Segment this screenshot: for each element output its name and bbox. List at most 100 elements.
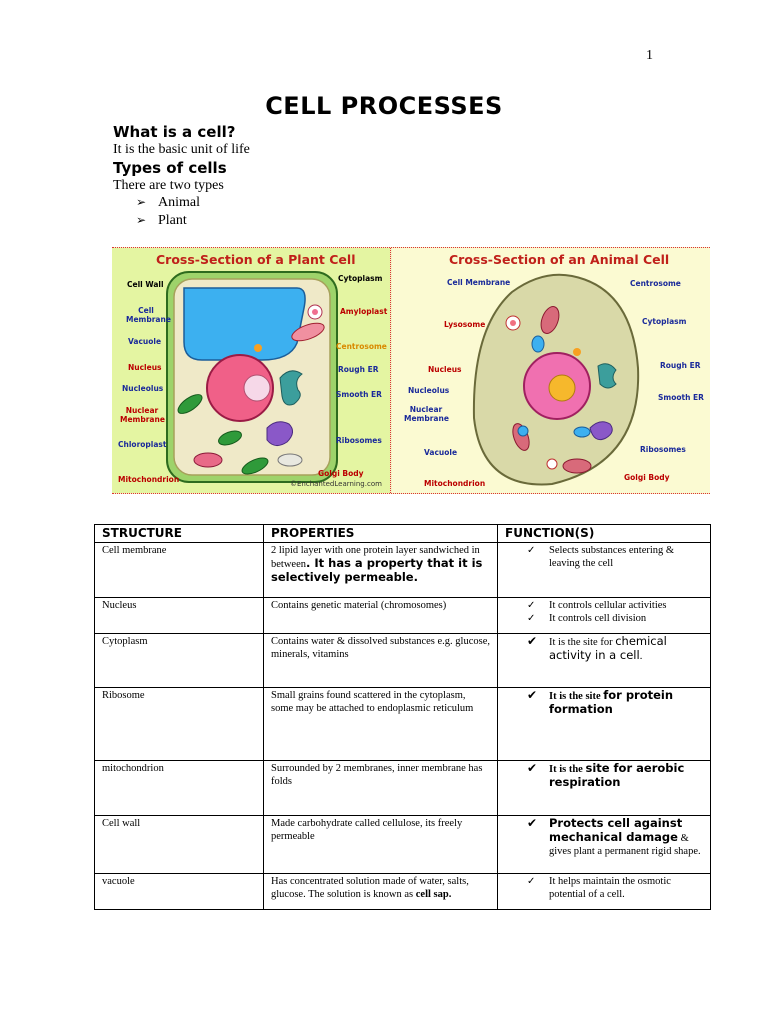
structure-cell: vacuole <box>94 873 264 910</box>
function-text: & gives plant a permanent rigid shape. <box>549 833 701 857</box>
label-nucleolus: Nucleolus <box>122 384 164 393</box>
copyright-text: ©EnchantedLearning.com <box>290 480 382 488</box>
function-item: ✓ It controls cell division <box>505 612 703 625</box>
function-text: It is the site <box>549 691 604 702</box>
function-emphasis: site for aerobic respiration <box>549 761 685 789</box>
properties-cell: Contains water & dissolved substances e.… <box>263 633 498 688</box>
functions-cell: ✓ It helps maintain the osmotic potential… <box>497 873 711 910</box>
label-chloroplast: Chloroplast <box>118 440 167 449</box>
function-item: ✓ Selects substances entering & leaving t… <box>505 544 703 570</box>
structure-cell: Cell wall <box>94 815 264 874</box>
function-emphasis: Protects cell against mechanical damage <box>549 816 683 844</box>
structure-cell: Cytoplasm <box>94 633 264 688</box>
functions-cell: ✔ It is the site for protein formation <box>497 687 711 761</box>
functions-cell: ✔ Protects cell against mechanical damage… <box>497 815 711 874</box>
cell-structures-table: STRUCTURE PROPERTIES FUNCTION(S) Cell me… <box>94 524 711 910</box>
checkmark-icon: ✓ <box>527 545 536 556</box>
function-text: It is the site for <box>549 637 616 648</box>
plant-cell-panel: Cross-Section of a Plant Cell Cell Wall … <box>112 248 390 493</box>
label-rough-er: Rough ER <box>660 361 701 370</box>
function-item: ✔ It is the site for chemical activity in… <box>505 635 703 663</box>
answer-types-of-cells: There are two types <box>113 178 224 193</box>
label-golgi-body: Golgi Body <box>624 473 670 482</box>
function-emphasis: chemical activity in a cell <box>549 634 667 662</box>
column-header-functions: FUNCTION(S) <box>497 524 711 543</box>
label-centrosome: Centrosome <box>630 279 681 288</box>
animal-cell-panel: Cross-Section of an Animal Cell Cell Mem… <box>392 248 710 493</box>
function-item: ✓ It helps maintain the osmotic potential… <box>505 875 703 901</box>
label-mitochondrion: Mitochondrion <box>424 479 486 488</box>
answer-what-is-cell: It is the basic unit of life <box>113 142 250 157</box>
properties-text: Has concentrated solution made of water,… <box>271 876 469 900</box>
table-row: Cell wall Made carbohydrate called cellu… <box>94 815 711 874</box>
label-ribosomes: Ribosomes <box>640 445 686 454</box>
label-centrosome: Centrosome <box>336 342 387 351</box>
functions-cell: ✓It controls cellular activities ✓It con… <box>497 597 711 634</box>
label-smooth-er: Smooth ER <box>336 390 382 399</box>
label-rough-er: Rough ER <box>338 365 379 374</box>
heading-what-is-cell: What is a cell? <box>113 123 236 141</box>
functions-cell: ✔It is the site for aerobic respiration <box>497 760 711 816</box>
table-row: Nucleus Contains genetic material (chrom… <box>94 597 711 634</box>
page-title: CELL PROCESSES <box>265 92 503 120</box>
label-nuclear-membrane: Nuclear Membrane <box>404 405 449 423</box>
label-nucleus: Nucleus <box>428 365 462 374</box>
function-item: ✔ Protects cell against mechanical damage… <box>505 817 703 858</box>
list-item: ➢ Plant <box>136 213 187 229</box>
table-row: vacuole Has concentrated solution made o… <box>94 873 711 910</box>
function-text: Selects substances entering & leaving th… <box>549 545 675 569</box>
structure-cell: Nucleus <box>94 597 264 634</box>
properties-cell: Made carbohydrate called cellulose, its … <box>263 815 498 874</box>
figure-divider <box>390 248 391 493</box>
label-cytoplasm: Cytoplasm <box>338 274 383 283</box>
structure-cell: Cell membrane <box>94 542 264 598</box>
plant-cell-drawing <box>166 271 338 483</box>
label-cell-membrane: Cell Membrane <box>126 306 171 324</box>
label-ribosomes: Ribosomes <box>336 436 382 445</box>
label-nucleolus: Nucleolus <box>408 386 450 395</box>
label-golgi-body: Golgi Body <box>318 469 364 478</box>
label-vacuole: Vacuole <box>424 448 458 457</box>
properties-text: 2 lipid layer with one protein layer san… <box>271 545 480 570</box>
structure-cell: mitochondrion <box>94 760 264 816</box>
plant-cell-title: Cross-Section of a Plant Cell <box>156 252 356 267</box>
properties-emphasis: . It has a property that it is selective… <box>271 556 483 584</box>
animal-cell-drawing <box>472 273 640 486</box>
page-number: 1 <box>646 48 653 63</box>
functions-cell: ✓ Selects substances entering & leaving t… <box>497 542 711 598</box>
label-cell-wall: Cell Wall <box>127 280 164 289</box>
cell-diagram-figure: Cross-Section of a Plant Cell Cell Wall … <box>112 247 710 494</box>
checkmark-icon: ✔ <box>527 816 538 830</box>
functions-cell: ✔ It is the site for chemical activity in… <box>497 633 711 688</box>
column-header-properties: PROPERTIES <box>263 524 498 543</box>
properties-cell: 2 lipid layer with one protein layer san… <box>263 542 498 598</box>
properties-emphasis: cell sap. <box>415 889 452 900</box>
checkmark-icon: ✔ <box>527 688 538 702</box>
label-lysosome: Lysosome <box>444 320 486 329</box>
heading-types-of-cells: Types of cells <box>113 159 227 177</box>
structure-cell: Ribosome <box>94 687 264 761</box>
label-amyloplast: Amyloplast <box>340 307 388 316</box>
animal-cell-title: Cross-Section of an Animal Cell <box>449 252 670 267</box>
properties-cell: Has concentrated solution made of water,… <box>263 873 498 910</box>
properties-cell: Small grains found scattered in the cyto… <box>263 687 498 761</box>
properties-cell: Contains genetic material (chromosomes) <box>263 597 498 634</box>
function-item: ✔ It is the site for protein formation <box>505 689 703 717</box>
table-row: Cell membrane 2 lipid layer with one pro… <box>94 542 711 598</box>
function-emphasis: for protein formation <box>549 688 674 716</box>
function-text: It is the <box>549 764 586 775</box>
checkmark-icon: ✔ <box>527 634 538 648</box>
label-smooth-er: Smooth ER <box>658 393 704 402</box>
arrow-bullet-icon: ➢ <box>136 195 147 209</box>
table-row: mitochondrion Surrounded by 2 membranes,… <box>94 760 711 816</box>
label-cytoplasm: Cytoplasm <box>642 317 687 326</box>
list-item-label: Plant <box>158 213 187 228</box>
arrow-bullet-icon: ➢ <box>136 213 147 227</box>
label-mitochondrion: Mitochondrion <box>118 475 180 484</box>
checkmark-icon: ✓ <box>527 600 536 611</box>
function-text: It controls cell division <box>549 613 647 624</box>
checkmark-icon: ✓ <box>527 613 536 624</box>
table-row: Ribosome Small grains found scattered in… <box>94 687 711 761</box>
function-text: It helps maintain the osmotic potential … <box>549 876 671 900</box>
checkmark-icon: ✓ <box>527 876 536 887</box>
